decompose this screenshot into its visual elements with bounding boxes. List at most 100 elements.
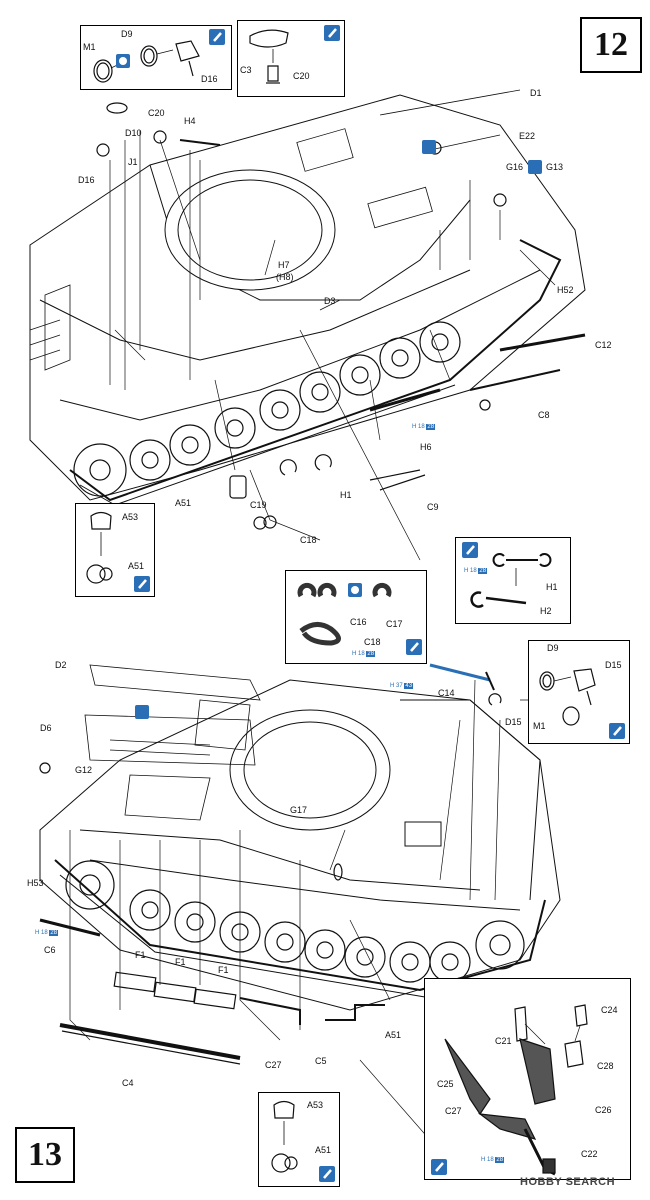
label-C22: C22 xyxy=(581,1149,598,1159)
label-M1: M1 xyxy=(533,721,546,731)
inset-c3-c20: C3 C20 xyxy=(237,20,345,97)
label-H53: H53 xyxy=(27,878,44,888)
label-J1: J1 xyxy=(128,157,138,167)
inset-a53-a51-art xyxy=(271,1100,335,1182)
label-C4: C4 xyxy=(122,1078,134,1088)
h-badge: H 18 28 xyxy=(481,1157,505,1163)
label-A53: A53 xyxy=(307,1100,324,1110)
glue-icon xyxy=(319,1166,335,1182)
inset-h1-h2: H 18 28 H1 H2 xyxy=(455,537,571,624)
label-C9: C9 xyxy=(427,502,439,512)
inset-h1-h2-art xyxy=(462,542,552,608)
glue-icon xyxy=(462,542,478,558)
inset-a53-a51-step12: A53 A51 xyxy=(75,503,155,597)
label-G12: G12 xyxy=(75,765,93,775)
label-G17: G17 xyxy=(290,805,308,815)
label-D2: D2 xyxy=(55,660,67,670)
glue-icon xyxy=(209,29,225,45)
inset-c21-art xyxy=(431,1004,588,1176)
label-D1: D1 xyxy=(530,88,542,98)
h-badge: H 18 28 xyxy=(464,568,488,574)
label-G13: G13 xyxy=(546,162,564,172)
label-H2: H2 xyxy=(540,606,552,616)
inset-c3-c20-art xyxy=(249,25,340,84)
label-D15: D15 xyxy=(605,660,622,670)
label-M1: M1 xyxy=(83,42,96,52)
label-F1: F1 xyxy=(175,957,186,967)
hull-step13 xyxy=(39,663,561,1141)
label-C25: C25 xyxy=(437,1079,454,1089)
h-badge: H 18 28 xyxy=(412,424,436,430)
label-C21: C21 xyxy=(495,1036,512,1046)
label-A51: A51 xyxy=(128,561,145,571)
no-glue-icon xyxy=(348,583,362,597)
label-C19: C19 xyxy=(250,500,267,510)
label-C20: C20 xyxy=(148,108,165,118)
label-C27: C27 xyxy=(265,1060,282,1070)
inset-d9-m1-art xyxy=(93,29,225,83)
label-C3: C3 xyxy=(240,65,252,75)
label-A51: A51 xyxy=(315,1145,332,1155)
inset-d9-d15-m1: D9 D15 M1 xyxy=(528,640,630,744)
label-C28: C28 xyxy=(597,1061,614,1071)
label-C17: C17 xyxy=(386,619,403,629)
hull-step12 xyxy=(29,89,586,561)
glue-icon xyxy=(431,1159,447,1175)
label-E22: E22 xyxy=(519,131,536,141)
label-C5: C5 xyxy=(315,1056,327,1066)
label-A51: A51 xyxy=(175,498,192,508)
h-badge: H 37 43 xyxy=(390,683,414,689)
label-H6: H6 xyxy=(420,442,432,452)
no-glue-icon xyxy=(528,160,542,174)
label-A51: A51 xyxy=(385,1030,402,1040)
no-glue-icon xyxy=(422,140,436,154)
label-D15: D15 xyxy=(505,717,522,727)
h-badge: H 18 28 xyxy=(352,651,376,657)
label-D16: D16 xyxy=(201,74,218,84)
label-C24: C24 xyxy=(601,1005,618,1015)
label-D16: D16 xyxy=(78,175,95,185)
label-H4: H4 xyxy=(184,116,196,126)
label-H8: (H8) xyxy=(276,272,294,282)
inset-a53-a51-step13: A53 A51 xyxy=(258,1092,340,1187)
inset-c16-c17-c18: C16 C17 C18 H 18 28 xyxy=(285,570,427,664)
label-H1: H1 xyxy=(546,582,558,592)
label-H7: H7 xyxy=(278,260,290,270)
label-D9: D9 xyxy=(547,643,559,653)
glue-icon xyxy=(609,723,625,739)
label-C14: C14 xyxy=(438,688,455,698)
label-F1: F1 xyxy=(135,950,146,960)
inset-d9-d15-art xyxy=(539,668,625,739)
inset-a53-a51-art xyxy=(86,511,150,592)
label-C12: C12 xyxy=(595,340,612,350)
label-D9: D9 xyxy=(121,29,133,39)
label-D3: D3 xyxy=(324,296,336,306)
label-H52: H52 xyxy=(557,285,574,295)
glue-icon xyxy=(406,639,422,655)
glue-icon xyxy=(324,25,340,41)
label-F1: F1 xyxy=(218,965,229,975)
label-D10: D10 xyxy=(125,128,142,138)
label-C8: C8 xyxy=(538,410,550,420)
no-glue-icon xyxy=(116,54,130,68)
label-D6: D6 xyxy=(40,723,52,733)
label-C18: C18 xyxy=(364,637,381,647)
label-G16: G16 xyxy=(506,162,524,172)
label-C18: C18 xyxy=(300,535,317,545)
inset-c21-c28: C24 C21 C28 C25 C26 C27 H 18 28 C22 xyxy=(424,978,631,1180)
glue-icon xyxy=(134,576,150,592)
label-C20: C20 xyxy=(293,71,310,81)
label-C27: C27 xyxy=(445,1106,462,1116)
label-C26: C26 xyxy=(595,1105,612,1115)
no-glue-icon xyxy=(135,705,149,719)
label-H1: H1 xyxy=(340,490,352,500)
label-C6: C6 xyxy=(44,945,56,955)
label-C16: C16 xyxy=(350,617,367,627)
watermark: HOBBY SEARCH xyxy=(520,1176,616,1188)
h-badge: H 18 28 xyxy=(35,930,59,936)
inset-c16-art xyxy=(297,582,422,655)
label-A53: A53 xyxy=(122,512,139,522)
step-number-13: 13 xyxy=(15,1127,75,1183)
